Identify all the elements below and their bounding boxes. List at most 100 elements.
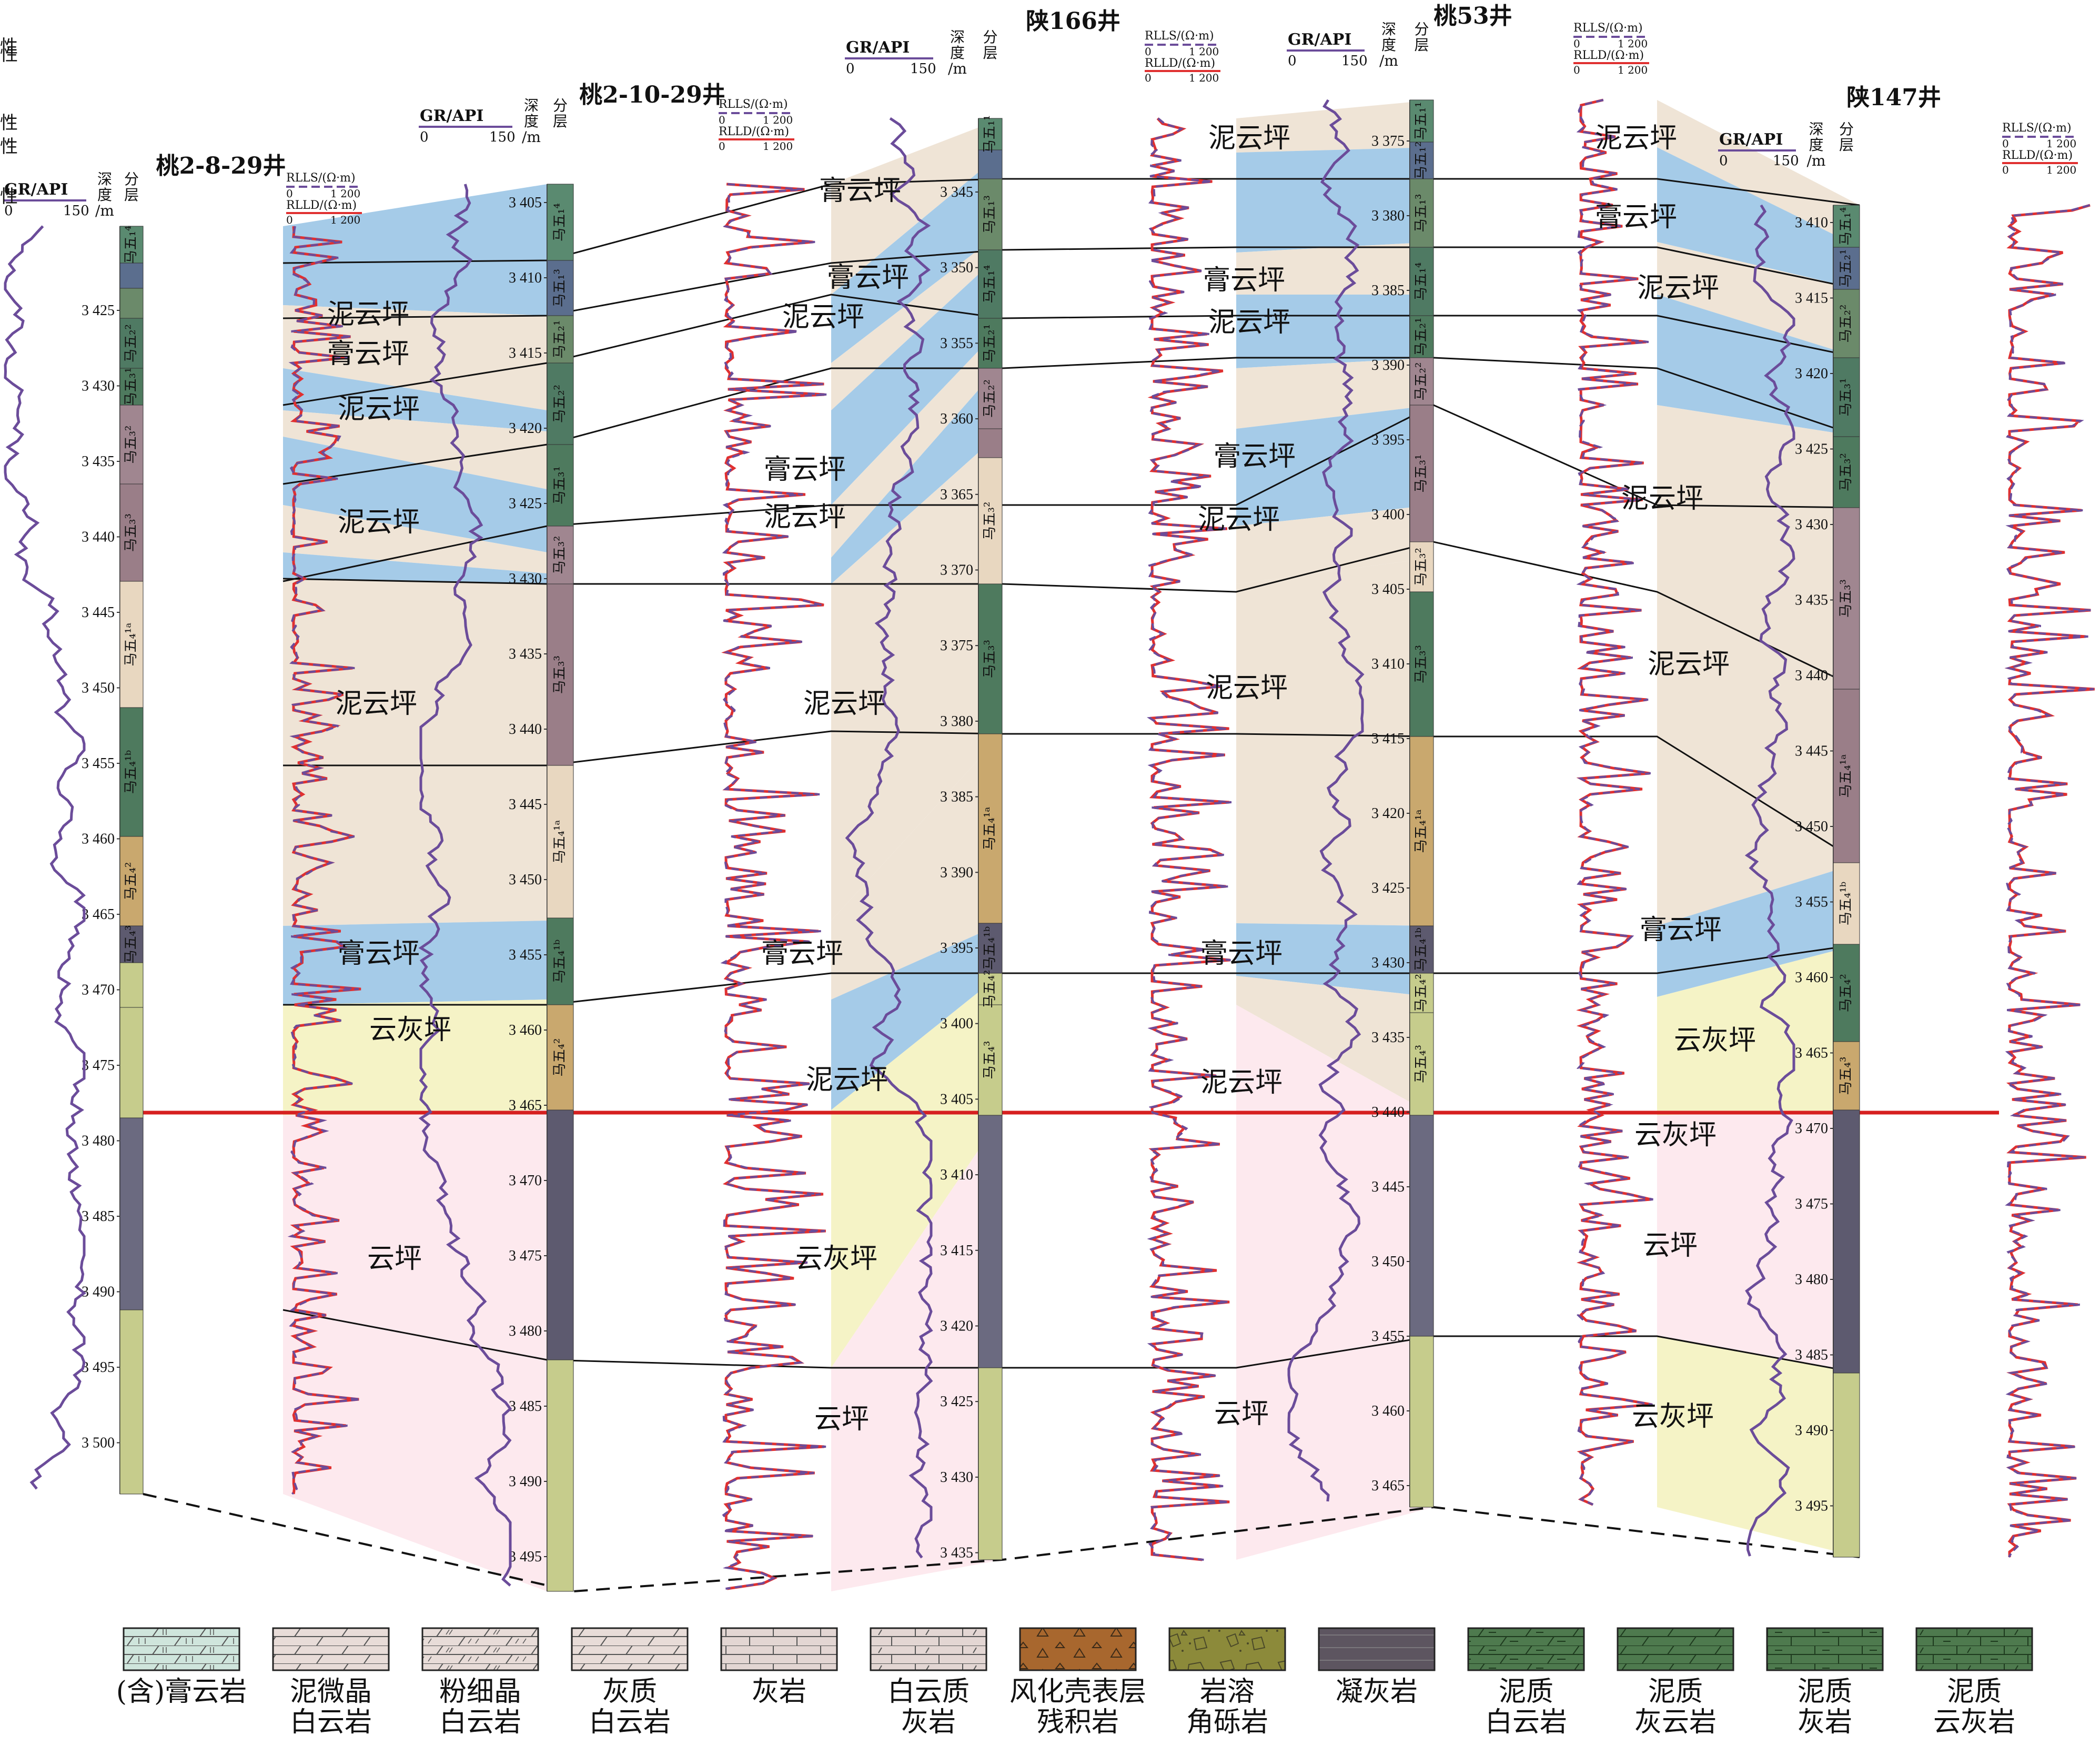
depth-tick-label: 3 480 xyxy=(82,1133,115,1149)
gr-header: GR/API xyxy=(420,107,483,125)
layer-label: 马五₁¹ xyxy=(982,115,998,154)
depth-tick-label: 3 415 xyxy=(1371,731,1405,747)
layer-label: 马五₄¹ᵇ xyxy=(552,940,568,983)
facies-label: 云坪 xyxy=(1643,1230,1698,1261)
layer-zone xyxy=(1833,1372,1860,1558)
depth-tick-label: 3 485 xyxy=(82,1208,115,1225)
gr-min: 0 xyxy=(1719,153,1728,169)
depth-tick-label: 3 430 xyxy=(1371,955,1405,971)
depth-tick-label: 3 460 xyxy=(509,1022,542,1038)
layer-label: 马五₃¹ xyxy=(552,466,568,504)
depth-tick-label: 3 435 xyxy=(1371,1030,1405,1046)
facies-band xyxy=(1657,863,1860,997)
layer-label: 马五₃² xyxy=(552,536,568,574)
layer-label: 马五₂¹ xyxy=(552,320,568,359)
layer-label: 马五₃³ xyxy=(123,513,139,552)
res-min: 0 xyxy=(2002,137,2009,150)
limestone-swatch xyxy=(720,1627,838,1671)
rlld-header: RLLD/(Ω·m) xyxy=(719,125,789,138)
gr-min: 0 xyxy=(1288,53,1297,69)
facies-band xyxy=(831,231,1002,410)
facies-band xyxy=(831,1115,1002,1591)
facies-label: 膏云坪 xyxy=(1595,201,1677,233)
depth-tick-label: 3 360 xyxy=(940,411,973,427)
depth-tick-label: 3 475 xyxy=(82,1057,115,1074)
log-curves xyxy=(4,98,2095,1590)
depth-tick-label: 3 450 xyxy=(82,680,115,697)
res-max: 1 200 xyxy=(763,114,793,126)
depth-tick-label: 3 385 xyxy=(940,789,973,805)
depth-tick-label: 3 490 xyxy=(82,1284,115,1300)
layer-zone xyxy=(978,973,1003,1005)
layer-zone xyxy=(547,1359,574,1592)
facies-band xyxy=(831,118,1002,295)
legend-label: 风化壳表层 xyxy=(1009,1676,1146,1708)
res-max: 1 200 xyxy=(1618,37,1648,50)
layer-label: 马五₃¹ xyxy=(1414,455,1429,493)
layer-zone xyxy=(1409,541,1434,592)
layer-label: 马五₄² xyxy=(552,1038,568,1077)
res-min: 0 xyxy=(719,140,725,153)
depth-tick-label: 3 435 xyxy=(509,646,542,662)
depth-tick-label: 3 390 xyxy=(1371,357,1405,374)
facies-band xyxy=(283,184,547,316)
depth-tick-label: 3 375 xyxy=(1371,133,1405,149)
facies-band xyxy=(1657,242,1860,358)
layer-header: 分 xyxy=(1414,21,1429,38)
facies-label: 膏云坪 xyxy=(761,938,843,970)
layer-zone xyxy=(978,118,1003,150)
depth-tick-label: 3 450 xyxy=(1371,1254,1405,1270)
lithology-header: 岩性 xyxy=(0,186,18,207)
depth-tick-label: 3 485 xyxy=(509,1398,542,1415)
depth-tick-label: 3 410 xyxy=(1795,215,1828,231)
legend-label: 凝灰岩 xyxy=(1336,1676,1418,1708)
well-name: 桃2-8-29井 xyxy=(156,153,286,179)
layer-zone xyxy=(1833,205,1860,248)
facies-band xyxy=(831,363,1002,584)
legend-label: 泥质 xyxy=(1648,1676,1703,1708)
argil-limestone-swatch xyxy=(1766,1627,1884,1671)
gr-min: 0 xyxy=(846,61,855,77)
depth-tick-label: 3 380 xyxy=(940,713,973,730)
depth-tick-label: 3 445 xyxy=(82,604,115,621)
layer-header: 层 xyxy=(1414,36,1429,54)
facies-label: 泥云坪 xyxy=(1198,504,1280,536)
layer-zone xyxy=(1409,736,1434,926)
layer-zone xyxy=(1833,689,1860,863)
facies-band xyxy=(1236,976,1433,1115)
correlation-line xyxy=(282,1309,1860,1374)
legend-label: (含)膏云岩 xyxy=(116,1676,247,1708)
depth-tick-label: 3 460 xyxy=(82,831,115,847)
facies-label: 膏云坪 xyxy=(1214,441,1296,472)
legend-label: 岩溶 xyxy=(1200,1676,1255,1708)
facies-labels: 泥云坪膏云坪泥云坪泥云坪泥云坪膏云坪云灰坪云坪膏云坪膏云坪泥云坪膏云坪泥云坪泥云… xyxy=(327,123,1756,1435)
rlls-curve xyxy=(1146,117,1232,1561)
argil-lime-dolomite-swatch xyxy=(1617,1627,1734,1671)
facies-label: 膏云坪 xyxy=(1640,914,1722,946)
facies-band xyxy=(1236,100,1433,153)
depth-tick-label: 3 460 xyxy=(1795,970,1828,986)
layer-label: 马五₁³ xyxy=(552,269,568,307)
depth-tick-label: 3 455 xyxy=(509,947,542,963)
layer-zone xyxy=(1409,405,1434,542)
correlation-lines xyxy=(143,178,1999,1593)
facies-label: 膏云坪 xyxy=(338,938,420,970)
layer-zone xyxy=(1833,1109,1860,1374)
well-2: 桃2-10-29井GR/API0150深度/m分层岩性RLLS/(Ω·m)01 … xyxy=(0,82,794,1592)
correlation-line xyxy=(282,357,1860,485)
res-max: 1 200 xyxy=(2046,164,2076,176)
facies-label: 泥云坪 xyxy=(338,507,420,538)
facies-band xyxy=(283,1110,547,1591)
depth-tick-label: 3 470 xyxy=(509,1173,542,1189)
layer-zone xyxy=(1409,1336,1434,1508)
layer-header: 层 xyxy=(124,186,139,204)
layer-label: 马五₄¹ᵇ xyxy=(1838,882,1854,925)
calc-dolomite-swatch xyxy=(571,1627,689,1671)
rlld-curve xyxy=(2004,204,2095,1558)
layer-label: 马五₂² xyxy=(1414,362,1429,401)
layer-label: 马五₂¹ xyxy=(1414,318,1429,356)
res-min: 0 xyxy=(286,187,293,200)
